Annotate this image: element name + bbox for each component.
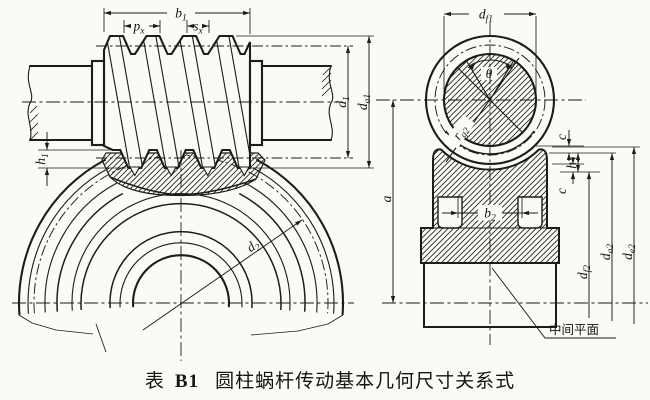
dim-label-b1: b1 [175, 6, 187, 24]
break-line-right [250, 314, 344, 336]
dim-df1: df1 [443, 5, 537, 96]
dim-da2: da2 [598, 153, 616, 321]
dim-b2: b2 [442, 196, 538, 224]
dim-da1: da1 [236, 35, 374, 169]
dim-label-sx: sx [193, 19, 203, 37]
dim-label-de2: de2 [620, 244, 638, 260]
midplane-annotation: 中间平面 [491, 267, 616, 339]
dim-label-df1: df1 [479, 7, 493, 25]
worm-shaft [27, 64, 334, 142]
side-view: θ rg2 df1 a [376, 5, 648, 345]
dim-label-da2: da2 [598, 244, 616, 261]
worm-collar-right [248, 59, 264, 147]
worm-collar-left [90, 59, 106, 147]
midplane-label: 中间平面 [549, 322, 599, 337]
dim-label-px: px [133, 19, 146, 37]
shaft-break-right [328, 65, 334, 141]
dim-label-theta: θ [486, 66, 493, 81]
dim-label-da1: da1 [355, 94, 373, 110]
break-line-left [18, 314, 94, 335]
front-view: d2 b1 px sx [12, 5, 374, 361]
dim-h1: h1 [33, 132, 126, 186]
dim-label-df2: df2 [575, 265, 593, 279]
shaft-break-left [27, 65, 33, 141]
dim-b1: b1 [103, 5, 251, 34]
dim-label-h2: h2 [564, 157, 582, 169]
dim-df2: df2 [575, 172, 593, 318]
dim-label-a: a [379, 195, 394, 202]
dim-d1: d1 [334, 46, 352, 158]
dim-sx: sx [186, 19, 210, 37]
dim-label-d1: d1 [334, 96, 352, 108]
dim-d2: d2 [142, 219, 303, 331]
dim-de2: de2 [620, 147, 638, 324]
dim-a: a [379, 100, 396, 303]
dim-label-c-top: c [554, 134, 569, 140]
dim-label-d2: d2 [244, 236, 264, 257]
dim-label-h1: h1 [33, 153, 51, 165]
dim-label-c-bottom: c [554, 188, 569, 194]
dim-label-b2: b2 [484, 206, 496, 224]
worm-front [27, 34, 334, 177]
dim-clearances: c h2 c [536, 130, 640, 194]
dim-px: px [123, 19, 161, 37]
